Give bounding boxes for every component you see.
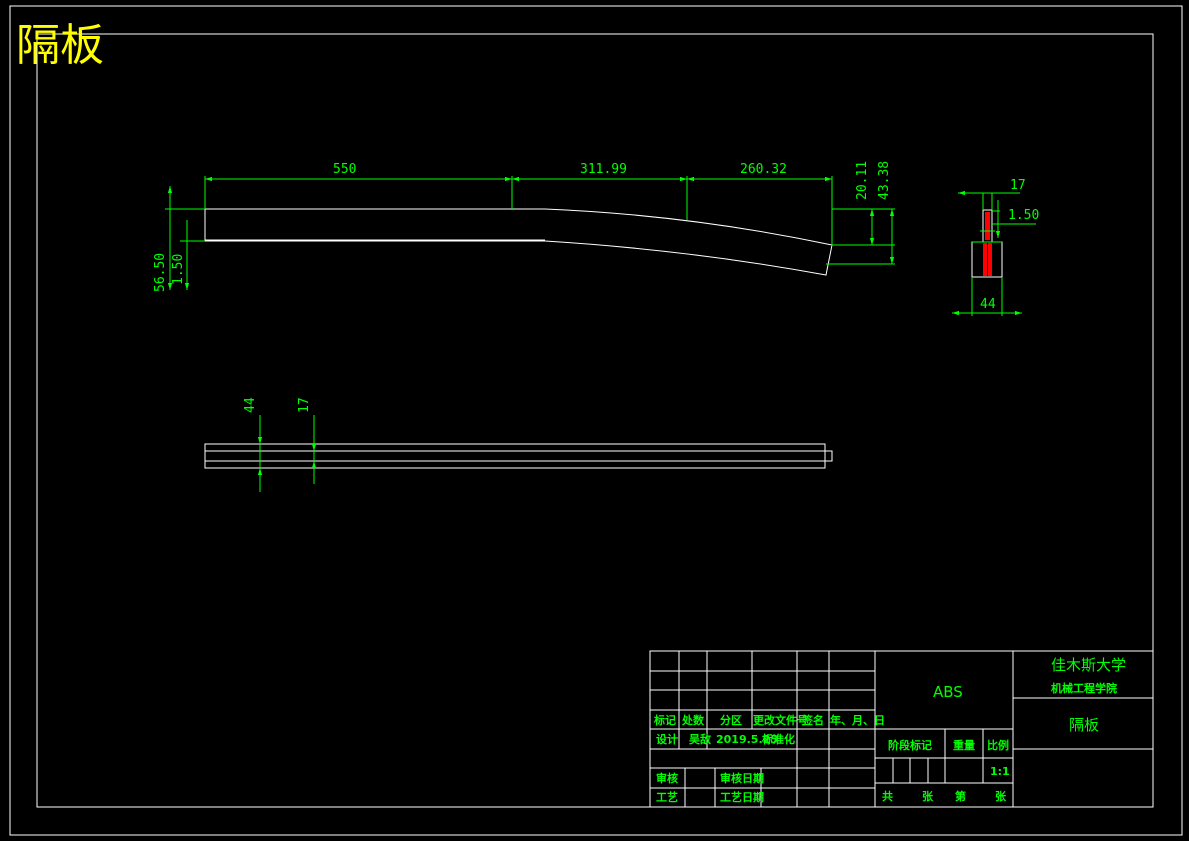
inner-border — [36, 33, 1154, 808]
front-dim-43: 43.38 — [877, 161, 892, 200]
title-block-middle-grid — [875, 651, 1153, 807]
front-view-outline — [204, 208, 833, 276]
header-count: 处数 — [681, 713, 705, 727]
sheets-total-label: 共 — [882, 789, 893, 803]
front-dim-550: 550 — [333, 162, 356, 177]
sheet-no-label: 第 — [955, 789, 966, 803]
header-mark: 标记 — [653, 713, 676, 727]
header-change-doc: 更改文件号 — [753, 713, 808, 727]
front-dim-20: 20.11 — [855, 161, 870, 200]
top-view: 44 17 — [204, 397, 833, 492]
weight-label: 重量 — [953, 738, 975, 752]
section-view: 17 1.50 44 — [952, 178, 1039, 316]
design-label: 设计 — [656, 732, 678, 746]
front-dim-311: 311.99 — [580, 162, 627, 177]
designer-name: 吴敌 — [689, 732, 711, 746]
scale-label: 比例 — [987, 738, 1009, 752]
process-date-label: 工艺日期 — [720, 790, 764, 804]
section-dim-17: 17 — [1010, 178, 1026, 193]
part-name: 隔板 — [1069, 716, 1099, 734]
front-dim-260: 260.32 — [740, 162, 787, 177]
scale-value: 1:1 — [990, 765, 1010, 778]
title-block: 标记 处数 分区 更改文件号 签名 年、月、日 设计 吴敌 2019.5.25 … — [649, 650, 1154, 808]
college-name: 机械工程学院 — [1051, 681, 1117, 695]
top-view-rib — [204, 450, 833, 462]
front-dim-56: 56.50 — [153, 253, 168, 292]
drawing-title: 隔板 — [16, 20, 104, 71]
top-dim-17: 17 — [297, 397, 312, 413]
review-date-label: 审核日期 — [720, 771, 764, 785]
section-hatch-left — [983, 243, 987, 276]
front-view: 550 311.99 260.32 20.11 43.38 56.50 1.50 — [153, 161, 895, 292]
header-zone: 分区 — [720, 713, 742, 727]
front-dim-1-5: 1.50 — [171, 254, 186, 285]
top-view-outer — [204, 443, 826, 469]
standardize-label: 标准化 — [761, 732, 795, 746]
header-sign: 签名 — [801, 713, 824, 727]
university-name: 佳木斯大学 — [1051, 656, 1126, 674]
section-dim-1-5: 1.50 — [1008, 208, 1039, 223]
process-label: 工艺 — [656, 790, 678, 804]
section-dim-44: 44 — [980, 297, 996, 312]
review-label: 审核 — [656, 771, 678, 785]
outer-border — [9, 5, 1183, 836]
stage-label: 阶段标记 — [888, 738, 932, 752]
sheets-unit-1: 张 — [922, 789, 934, 803]
top-dim-44: 44 — [243, 397, 258, 413]
material: ABS — [933, 683, 963, 701]
design-date: 2019.5.25 — [716, 733, 778, 746]
sheets-unit-2: 张 — [995, 789, 1007, 803]
title-block-left-grid — [650, 651, 876, 807]
section-rib-hatch — [985, 212, 990, 240]
header-date: 年、月、日 — [830, 713, 885, 727]
section-hatch-right — [988, 243, 992, 276]
